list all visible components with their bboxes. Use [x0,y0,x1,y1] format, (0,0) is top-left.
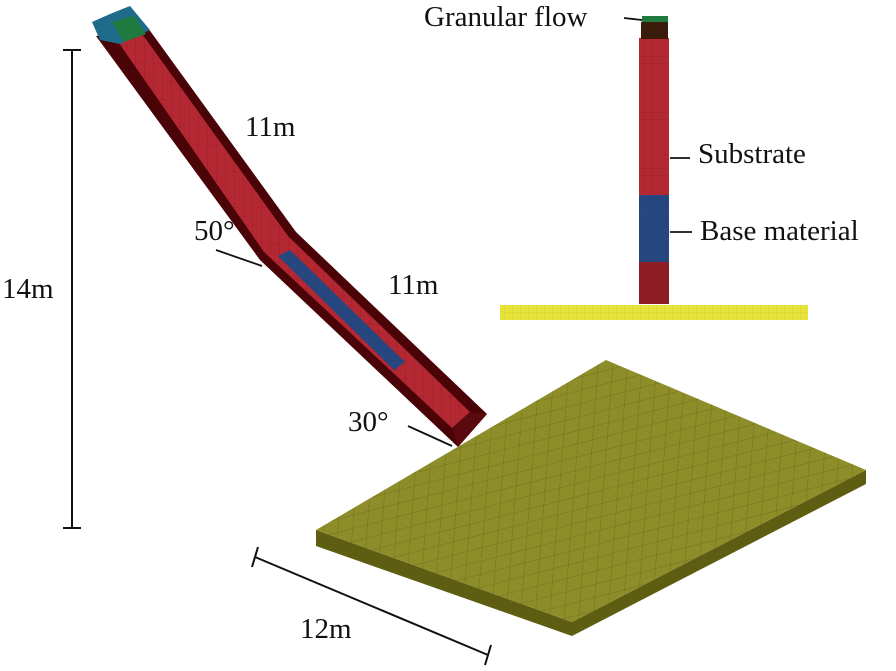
substrate-label: Substrate [698,138,806,170]
angle-upper-label: 50° [194,215,235,247]
runout-plate [316,360,866,636]
inclined-channel [92,6,487,447]
angle-upper-leader [215,249,263,267]
plate-side-right [572,470,866,636]
plate-dimension-line [254,556,489,656]
plate-length-label: 12m [300,613,352,645]
granular-flow-layer [642,16,668,22]
plate-side-front [316,530,572,636]
column-lower-dark [639,262,669,304]
labels: Granular flow Substrate Base material 14… [2,1,859,645]
granular-flow-leader [623,17,643,21]
base-material-label: Base material [700,215,859,247]
leader-lines [215,17,692,447]
angle-lower-leader [407,425,453,447]
upper-length-label: 11m [245,111,296,143]
angle-lower-label: 30° [348,406,389,438]
granular-block-green [112,16,146,42]
column-cap [641,22,668,39]
dimension-lines [63,49,492,666]
height-label: 14m [2,273,54,305]
column-section [500,16,808,320]
granular-flow-label: Granular flow [424,1,588,33]
channel-end-face [452,412,487,447]
lower-length-label: 11m [388,269,439,301]
